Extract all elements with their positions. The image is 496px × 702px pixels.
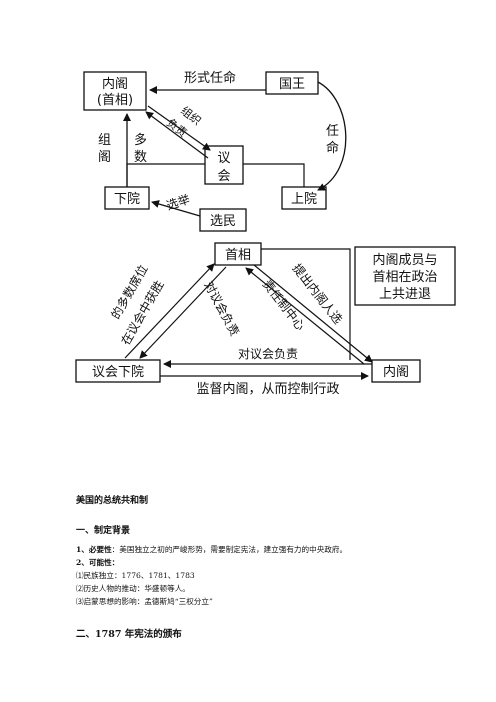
line-enlightenment: ⑶启蒙思想的影响：孟德斯鸠“三权分立” [76, 597, 213, 606]
box-shangyuan-label: 上院 [291, 192, 317, 207]
label-formal-appointment: 形式任命 [184, 70, 236, 86]
arrow-cabinet-to-parliament [147, 105, 211, 151]
box-neige [83, 71, 147, 111]
box-guowang [265, 71, 319, 95]
box-xuanmin-label: 选民 [210, 214, 236, 229]
box-xiayuan-label: 下院 [114, 192, 140, 207]
note-line-2: 首相在政治 [372, 270, 437, 285]
bracket-upper-to-parliament [243, 163, 305, 187]
arrow-cabinet-to-pm [245, 267, 365, 365]
line-necessity: 1、必要性：美国独立之初的严峻形势，需要制定宪法，建立强有力的中央政府。 [76, 544, 347, 555]
line-historical-figures: ⑵历史人物的推动：华盛顿等人。 [76, 584, 190, 593]
label-duoshu-1: 多 [134, 132, 147, 148]
arrow-pm-to-cabinet [253, 264, 373, 363]
box-neige-bottom [371, 359, 421, 383]
heading-1787-constitution: 二、1787 年宪法的颁布 [76, 629, 182, 640]
heading-background: 一、制定背景 [76, 526, 131, 536]
necessity-text: ：美国独立之初的严峻形势，需要制定宪法，建立强有力的中央政府。 [111, 545, 348, 554]
line-possibility: 2、可能性： [76, 558, 120, 567]
note-line-3: 上共进退 [379, 287, 431, 302]
arrow-voters-to-lower [151, 200, 201, 217]
top-diagram: 内阁 (首相) 国王 议 会 下院 上院 选民 形式任命 任 命 组织 负责 组… [83, 70, 347, 232]
arrow-parliament-to-cabinet [145, 111, 209, 159]
label-zuge-1: 组 [98, 133, 111, 148]
arrow-king-to-upper-house [317, 81, 347, 191]
necessity-label: 1、必要性 [76, 545, 112, 554]
box-yihui [204, 145, 244, 185]
box-yihui-label-2: 会 [217, 169, 230, 184]
connector-note [261, 248, 351, 360]
arrow-lower-to-pm [124, 263, 215, 359]
box-neige-label: 内阁 [102, 76, 128, 92]
box-shouxiang [214, 242, 262, 266]
box-xuanmin [199, 208, 247, 232]
box-yihui-label-1: 议 [217, 151, 230, 166]
label-renming-2: 命 [326, 140, 339, 156]
box-shouxiang-label: 首相 [225, 248, 251, 263]
label-renming-1: 任 [326, 124, 339, 139]
line-independence: ⑴民族独立：1776、1781、1783 [76, 571, 195, 580]
label-dui-yihui-fuze: 对议会负责 [238, 347, 298, 361]
box-note [354, 246, 456, 306]
box-guowang-label: 国王 [279, 77, 305, 92]
box-yihui-xiayuan [75, 359, 161, 383]
box-yihui-xiayuan-label: 议会下院 [92, 365, 144, 380]
bracket-houses-to-parliament [126, 163, 205, 187]
box-neige-sublabel: (首相) [97, 93, 133, 108]
label-duoshu-2: 数 [134, 150, 147, 165]
arrow-pm-to-lower [139, 266, 227, 359]
parliament-diagram: 内阁 (首相) 国王 议 会 下院 上院 选民 形式任命 任 命 组织 负责 组… [75, 70, 456, 397]
note-line-1: 内阁成员与 [372, 252, 437, 268]
box-neige-bottom-label: 内阁 [383, 364, 409, 380]
section-title: 美国的总统共和制 [76, 496, 149, 506]
label-jiandu: 监督内阁，从而控制行政 [196, 381, 339, 397]
label-zuge-2: 阁 [98, 150, 111, 165]
